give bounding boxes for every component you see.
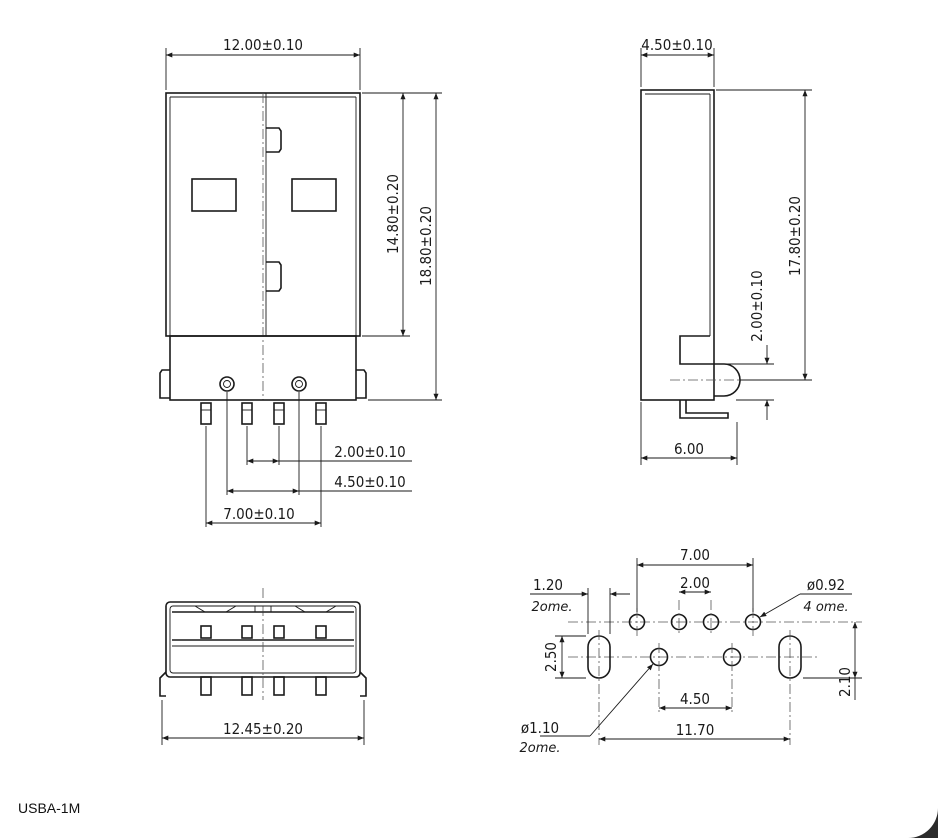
note-fp-large-hole: 2ome. <box>519 741 560 756</box>
dim-fp-large-spacing: 4.50 <box>680 690 710 708</box>
dim-pin-pitch: 2.00±0.10 <box>334 443 405 461</box>
end-view: 12.45±0.20 <box>159 588 367 745</box>
dim-front-height-inner: 14.80±0.20 <box>384 174 402 254</box>
side-pin <box>679 400 729 419</box>
dim-side-height: 17.80±0.20 <box>786 196 804 276</box>
dim-fp-small-hole: ø0.92 <box>807 576 845 594</box>
small-holes <box>628 600 762 636</box>
dim-side-offset: 2.00±0.10 <box>748 270 766 341</box>
side-view: 4.50±0.10 17.80±0.20 2.00±0.10 6.00 <box>640 36 812 465</box>
dim-pin-span-outer: 7.00±0.10 <box>223 505 294 523</box>
front-boss-left <box>159 369 170 399</box>
post-left <box>219 376 235 392</box>
window-left <box>191 178 237 212</box>
dim-fp-pitch: 2.00 <box>680 574 710 592</box>
page-corner <box>908 808 938 838</box>
latch-tab-bottom <box>266 261 282 292</box>
dim-side-depth: 6.00 <box>674 440 704 458</box>
note-fp-small-hole: 4 ome. <box>803 600 848 615</box>
pcb-footprint: 7.00 2.00 1.20 2ome. ø0.92 4 ome. 2.50 2… <box>519 546 862 756</box>
dim-fp-span-outer: 7.00 <box>680 546 710 564</box>
window-right <box>291 178 337 212</box>
dim-fp-row-offset: 2.50 <box>542 642 560 672</box>
dim-front-height-total: 18.80±0.20 <box>417 206 435 286</box>
side-body <box>640 89 715 401</box>
dim-end-width: 12.45±0.20 <box>223 720 303 738</box>
side-step <box>679 335 714 365</box>
dim-front-width: 12.00±0.10 <box>223 36 303 54</box>
latch-tab-top <box>266 127 282 153</box>
front-pins <box>200 402 327 425</box>
large-holes <box>649 643 742 714</box>
post-right <box>291 376 307 392</box>
dim-side-thickness: 4.50±0.10 <box>641 36 712 54</box>
part-number-label: USBA-1M <box>18 800 81 816</box>
front-base <box>169 335 357 401</box>
dim-pin-span-inner: 4.50±0.10 <box>334 473 405 491</box>
dim-fp-slot-spacing: 11.70 <box>676 721 715 739</box>
note-fp-slot: 2ome. <box>531 600 572 615</box>
end-pins <box>200 676 327 696</box>
dim-fp-slot-to-row: 2.10 <box>836 667 854 697</box>
end-contacts-top <box>200 625 327 639</box>
dim-fp-large-hole: ø1.10 <box>521 719 559 737</box>
dim-fp-slot-width: 1.20 <box>533 576 563 594</box>
front-boss-right <box>356 369 367 399</box>
front-view: 12.00±0.10 14.80±0.20 18.80±0.20 2.00±0.… <box>159 36 442 527</box>
